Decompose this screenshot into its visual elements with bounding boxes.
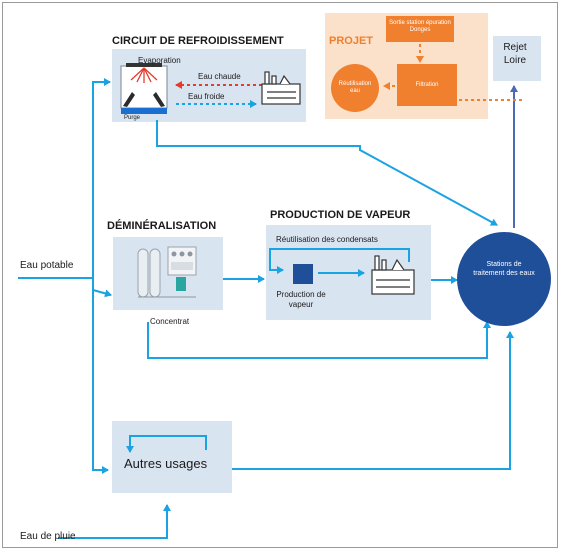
- other-uses-box: [112, 421, 232, 493]
- steam-production-label: Production de vapeur: [276, 290, 326, 309]
- treatment-label: Stations de traitement des eaux: [473, 261, 535, 277]
- discharge-box: [493, 36, 541, 81]
- steam-production-block: [293, 264, 313, 284]
- other-uses-label: Autres usages: [124, 456, 208, 471]
- rain-water-label: Eau de pluie: [20, 531, 76, 542]
- concentrate-label: Concentrat: [150, 317, 190, 326]
- cooling-tower-icon: [120, 63, 168, 114]
- factory-icon-cooling: [261, 71, 301, 105]
- diagram-frame: [2, 2, 558, 548]
- steam-title: PRODUCTION DE VAPEUR: [270, 209, 411, 221]
- condensate-reuse-label: Réutilisation des condensats: [276, 235, 378, 244]
- potable-water-lines: [18, 78, 112, 474]
- station-output-block: [386, 16, 454, 42]
- treatment-circle: [457, 232, 551, 326]
- cold-water-label: Eau froide: [188, 92, 225, 101]
- purge-line: [156, 120, 498, 226]
- filtration-block: [397, 64, 457, 106]
- reuse-label: Réutilisation eau: [338, 81, 372, 94]
- purge-label: Purge: [124, 115, 141, 121]
- reuse-circle: [331, 64, 379, 112]
- demineralisation-title: DÉMINÉRALISATION: [107, 220, 217, 232]
- rain-water-line: [58, 504, 171, 539]
- other-uses-loop: [126, 435, 207, 453]
- project-flow-lines: [383, 44, 525, 101]
- evaporation-label: Evaporation: [138, 56, 181, 65]
- discharge-label: Rejet Loire: [503, 42, 527, 66]
- steam-internal-lines: [269, 248, 410, 277]
- cooling-title: CIRCUIT DE REFROIDISSEMENT: [112, 35, 284, 47]
- filtration-label: Filtration: [415, 82, 439, 88]
- other-uses-to-treatment-line: [232, 331, 514, 470]
- factory-icon-steam: [371, 255, 415, 295]
- potable-water-label: Eau potable: [20, 260, 74, 271]
- station-output-label: Sortie station épuration Donges: [389, 20, 451, 33]
- demineralisation-unit-icon: [137, 246, 197, 298]
- project-title: PROJET: [329, 35, 374, 47]
- hot-water-label: Eau chaude: [198, 72, 241, 81]
- concentrate-line: [147, 321, 491, 359]
